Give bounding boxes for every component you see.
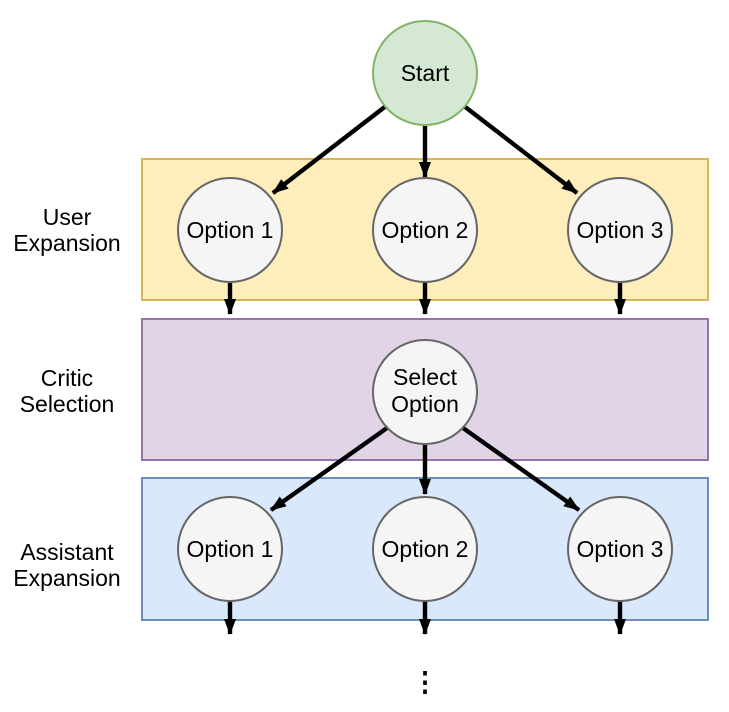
assistant-option-3-node — [567, 496, 673, 602]
select-option-label-line1: Select — [393, 364, 458, 390]
assistant-option-1-label: Option 1 — [187, 536, 274, 562]
arrow-start-to-user-option-1 — [271, 104, 388, 195]
assistant-expansion-label-line2: Expansion — [13, 565, 120, 591]
user-option-1-node — [177, 177, 283, 283]
critic-selection-label-line1: Critic — [41, 365, 93, 391]
continuation-ellipsis: ⋮ — [412, 667, 439, 697]
user-option-2-node — [372, 177, 478, 283]
select-option-node — [372, 339, 478, 445]
assistant-option-1-node — [177, 496, 283, 602]
arrow-select-to-assistant-option-3 — [461, 426, 581, 512]
start-node-label: Start — [401, 60, 450, 86]
start-node — [372, 20, 478, 126]
arrow-select-to-assistant-option-1 — [269, 426, 389, 512]
user-expansion-label-line2: Expansion — [13, 230, 120, 256]
assistant-option-2-node — [372, 496, 478, 602]
select-option-label-line2: Option — [391, 391, 459, 417]
user-option-2-label: Option 2 — [382, 217, 469, 243]
user-option-3-label: Option 3 — [577, 217, 664, 243]
assistant-option-3-label: Option 3 — [577, 536, 664, 562]
user-expansion-label-line1: User — [43, 204, 92, 230]
user-option-1-label: Option 1 — [187, 217, 274, 243]
critic-selection-label-line2: Selection — [20, 391, 115, 417]
assistant-expansion-label-line1: Assistant — [20, 539, 114, 565]
assistant-option-2-label: Option 2 — [382, 536, 469, 562]
arrow-start-to-user-option-3 — [462, 104, 579, 195]
user-option-3-node — [567, 177, 673, 283]
